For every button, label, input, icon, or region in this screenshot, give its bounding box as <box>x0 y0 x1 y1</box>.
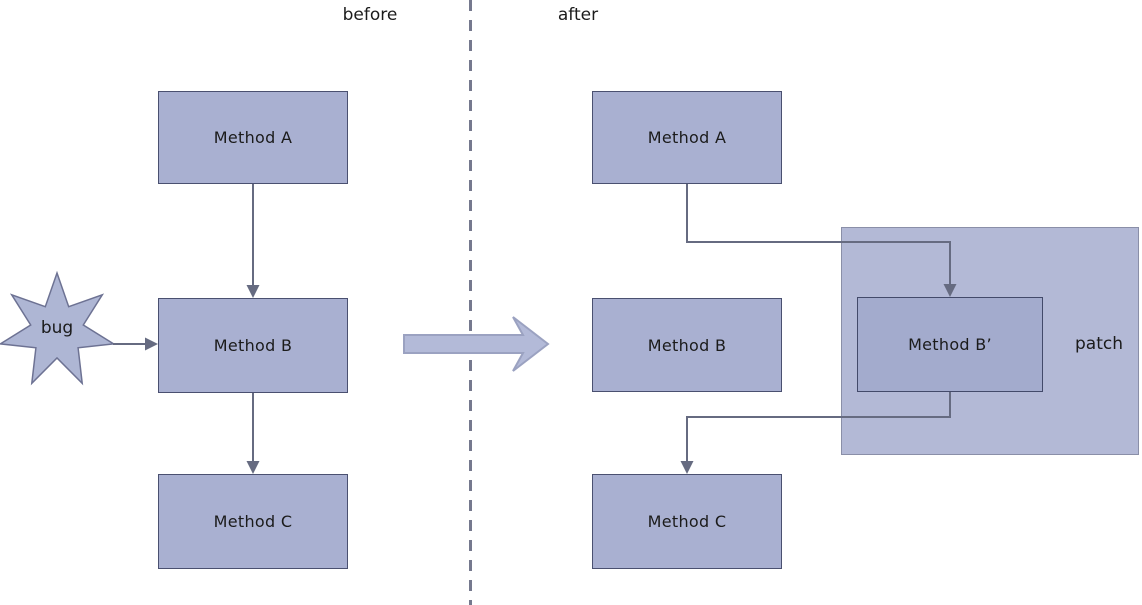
after-method-b-prime-label: Method B’ <box>908 335 992 354</box>
before-method-c-label: Method C <box>213 512 293 531</box>
after-method-a-box: Method A <box>592 91 782 184</box>
after-method-b-label: Method B <box>647 335 727 355</box>
patch-label: patch <box>1075 334 1123 354</box>
before-method-b-label: Method B <box>213 336 293 355</box>
arrowhead-before-b-to-c <box>246 461 260 474</box>
before-method-a-label: Method A <box>213 128 293 147</box>
arrowhead-bug-to-b <box>145 337 158 351</box>
before-section-label: before <box>342 5 398 25</box>
after-method-a-label: Method A <box>647 128 727 147</box>
after-method-c-label: Method C <box>647 512 727 531</box>
arrowhead-after-bprime-to-c <box>680 461 694 474</box>
before-method-a-box: Method A <box>158 91 348 184</box>
transform-arrow-icon <box>403 316 550 372</box>
after-section-label: after <box>557 5 599 25</box>
before-method-c-box: Method C <box>158 474 348 569</box>
bug-label: bug <box>40 318 74 338</box>
after-method-b-prime-box: Method B’ <box>857 297 1043 392</box>
arrowhead-before-a-to-b <box>246 285 260 298</box>
after-method-c-box: Method C <box>592 474 782 569</box>
after-method-b-box: Method B <box>592 298 782 392</box>
before-method-b-box: Method B <box>158 298 348 393</box>
